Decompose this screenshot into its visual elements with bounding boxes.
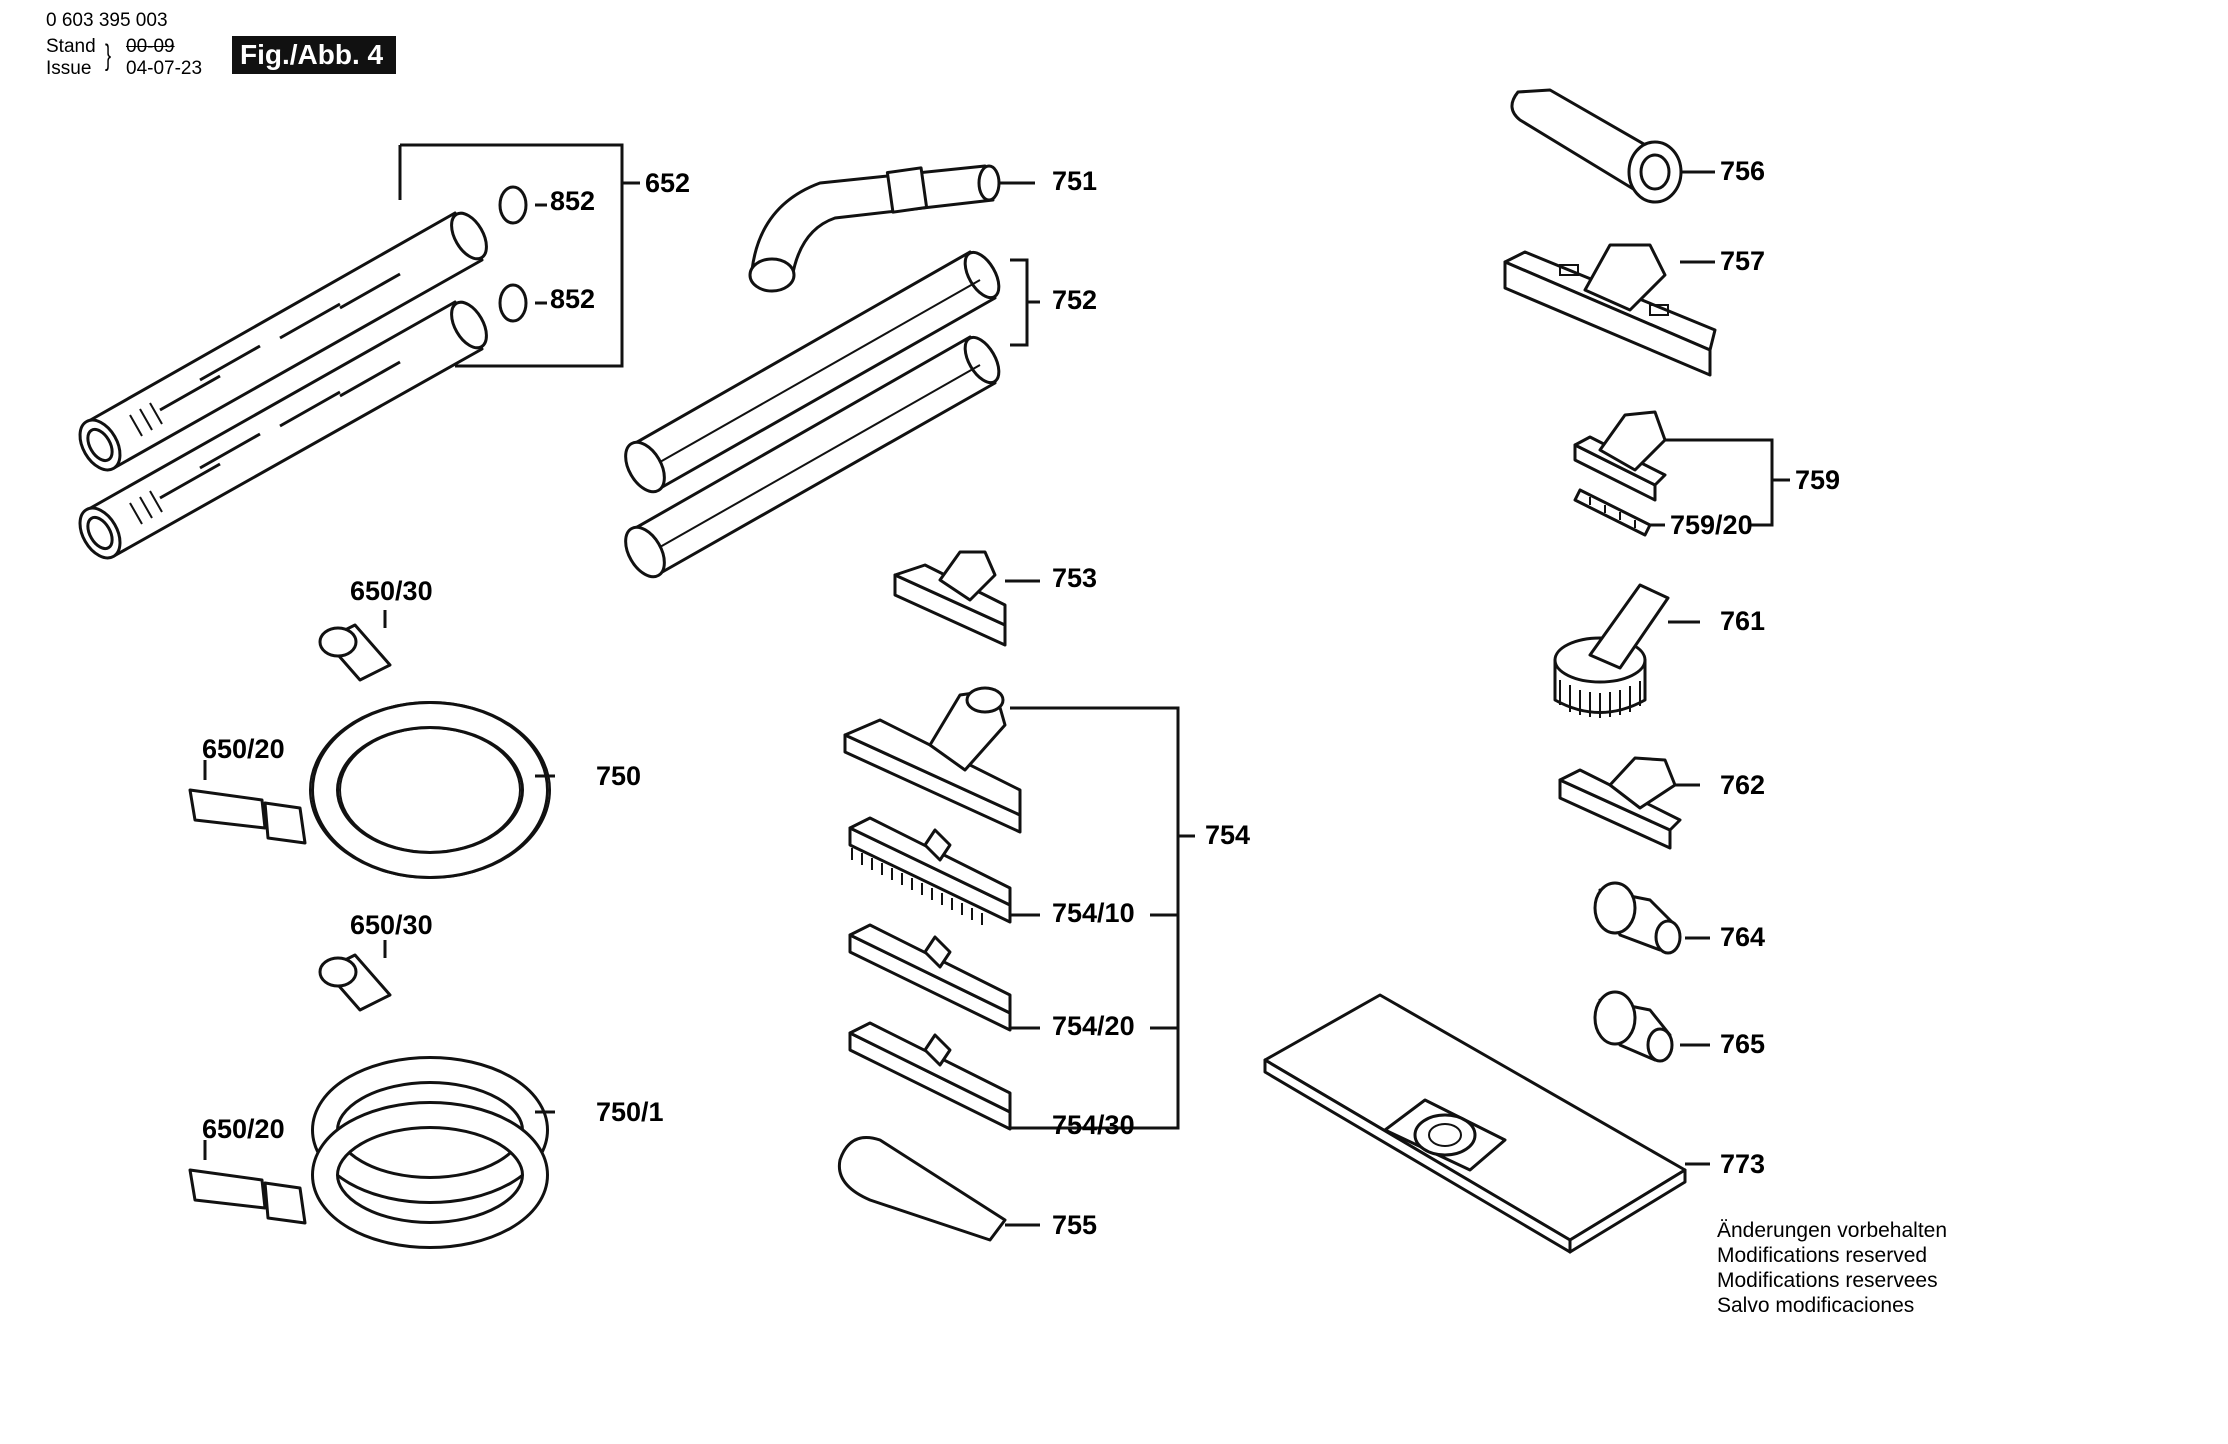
curved-handle	[748, 164, 1035, 293]
label-650-20-lower: 650/20	[202, 1114, 285, 1144]
issue-label: Issue	[46, 58, 92, 79]
brush-nozzle-759	[1573, 410, 1790, 537]
cone-nozzle	[1510, 88, 1715, 204]
label-753: 753	[1052, 563, 1098, 593]
note-en: Modifications reserved	[1717, 1244, 1928, 1267]
label-759-20: 759/20	[1670, 510, 1753, 540]
new-date: 04-07-23	[126, 58, 203, 79]
label-752: 752	[1052, 285, 1098, 315]
label-754: 754	[1205, 820, 1251, 850]
squeegee-insert-b	[848, 1021, 1012, 1131]
label-773: 773	[1720, 1149, 1766, 1179]
label-650-30-upper: 650/30	[350, 576, 433, 606]
label-754-30: 754/30	[1052, 1110, 1135, 1140]
extension-tube-lower	[78, 300, 488, 560]
stand-label: Stand	[46, 36, 96, 57]
label-754-10: 754/10	[1052, 898, 1135, 928]
label-764: 764	[1720, 922, 1766, 952]
note-de: Änderungen vorbehalten	[1717, 1219, 1948, 1242]
brace-icon: }	[105, 39, 112, 72]
label-650-20-upper: 650/20	[202, 734, 285, 764]
label-751: 751	[1052, 166, 1098, 196]
note-fr: Modifications reservees	[1717, 1269, 1938, 1292]
label-650-30-lower: 650/30	[350, 910, 433, 940]
o-ring-lower	[498, 283, 528, 323]
label-757: 757	[1720, 246, 1766, 276]
label-852-upper: 852	[550, 186, 596, 216]
label-852-lower: 852	[550, 284, 596, 314]
adapter-765	[1593, 990, 1710, 1063]
document-number: 0 603 395 003	[46, 10, 168, 31]
label-761: 761	[1720, 606, 1766, 636]
upholstery-nozzle	[1503, 243, 1717, 377]
label-755: 755	[1052, 1210, 1098, 1240]
modification-notes: Änderungen vorbehalten Modifications res…	[1717, 1218, 1947, 1318]
extension-tube-upper	[78, 211, 488, 472]
filter-bag	[1263, 993, 1710, 1254]
o-ring-upper	[498, 185, 528, 225]
label-652: 652	[645, 168, 691, 198]
label-759: 759	[1795, 465, 1841, 495]
label-750-1: 750/1	[596, 1097, 664, 1127]
label-750: 750	[596, 761, 642, 791]
dusting-nozzle	[1558, 756, 1700, 850]
straight-tube-upper	[624, 250, 1001, 494]
straight-tube-lower	[624, 335, 1001, 579]
label-756: 756	[1720, 156, 1766, 186]
suction-hose	[188, 623, 551, 879]
old-date: 00-09	[126, 36, 175, 57]
squeegee-insert-a	[848, 923, 1012, 1032]
suction-hose-long	[188, 953, 549, 1249]
crevice-nozzle-small	[893, 550, 1040, 647]
crevice-tool	[837, 1136, 1040, 1242]
note-es: Salvo modificaciones	[1717, 1294, 1915, 1317]
wet-dry-nozzle	[843, 686, 1022, 834]
round-brush	[1553, 583, 1700, 718]
adapter-764	[1593, 881, 1710, 955]
label-765: 765	[1720, 1029, 1766, 1059]
label-762: 762	[1720, 770, 1766, 800]
figure-tag: Fig./Abb. 4	[232, 36, 396, 74]
label-754-20: 754/20	[1052, 1011, 1135, 1041]
brush-insert	[848, 816, 1012, 925]
